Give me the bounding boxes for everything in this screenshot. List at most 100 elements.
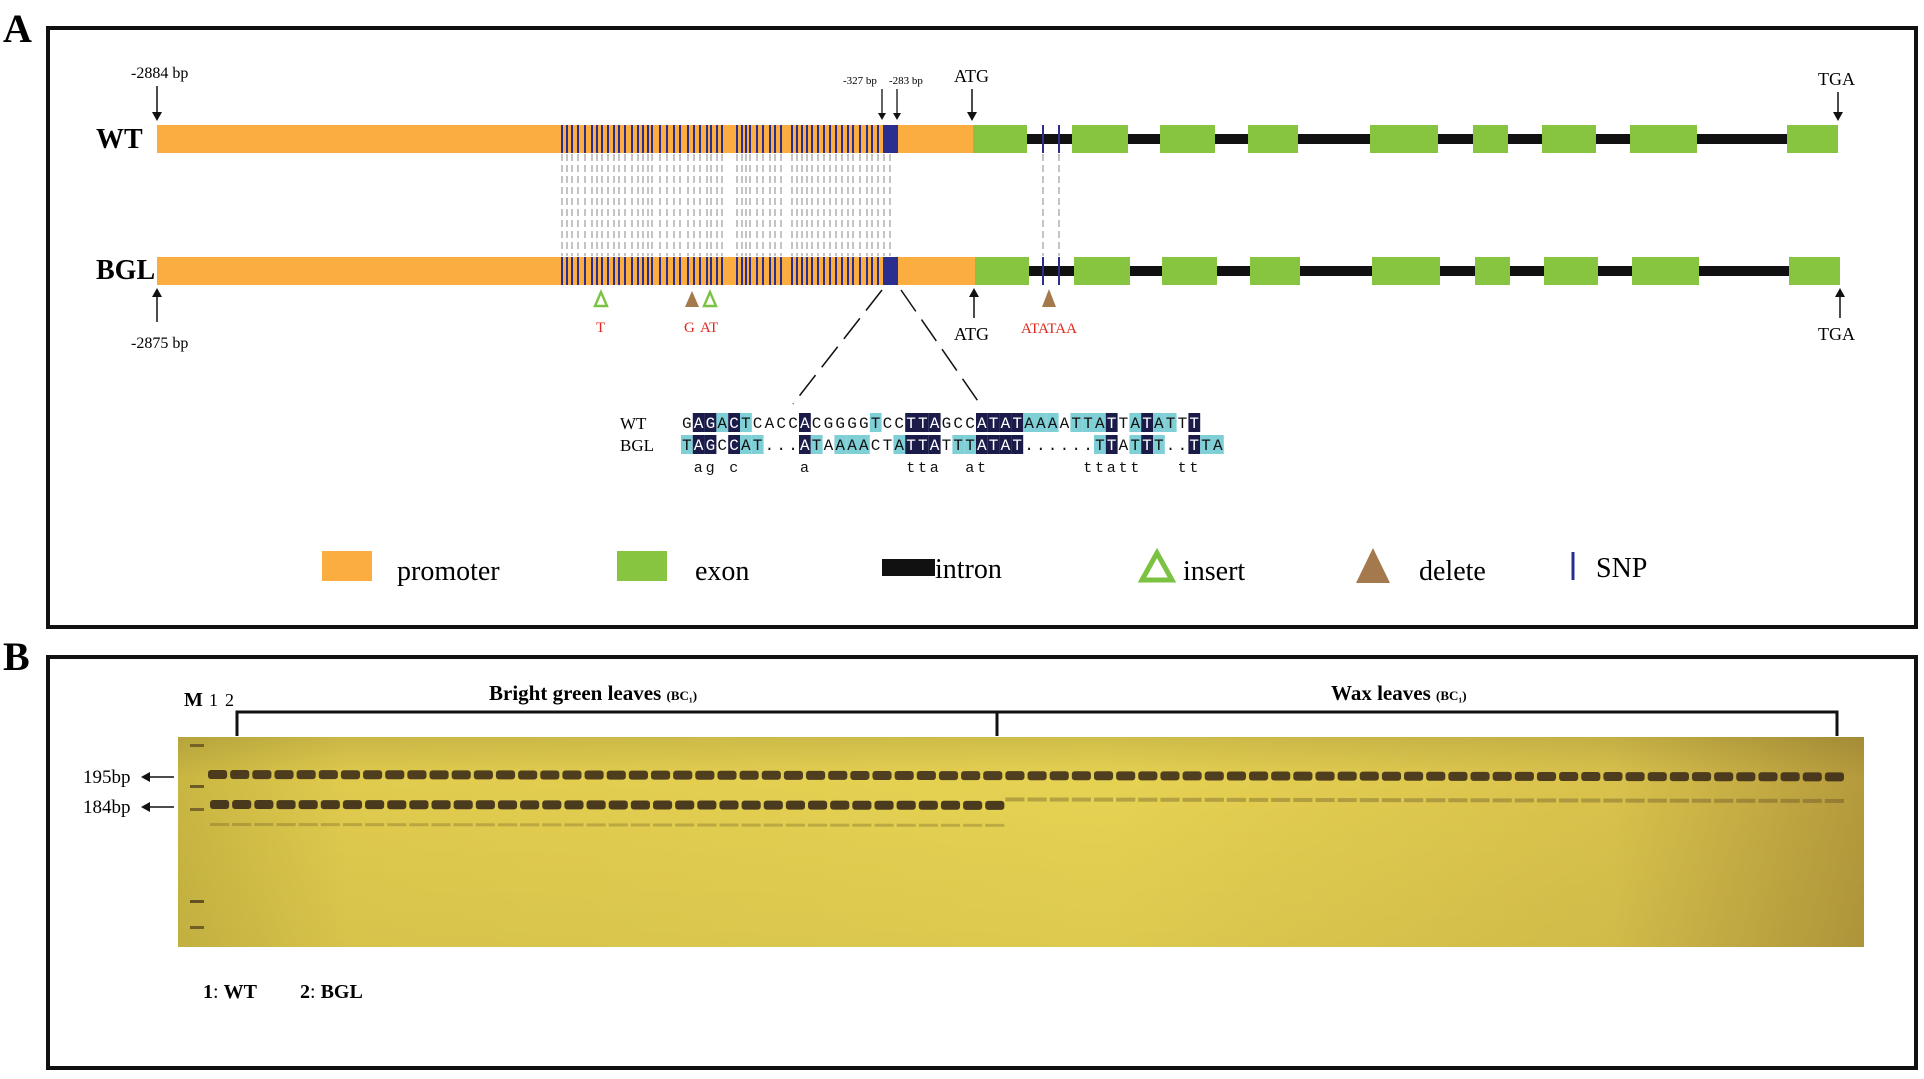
align-cell-bg <box>1011 413 1024 432</box>
wt-gene-model <box>157 125 1838 153</box>
legend-promoter-swatch <box>322 551 372 581</box>
gel-band-184 <box>497 800 518 810</box>
align-char-bgl: A <box>1001 437 1011 455</box>
align-char-bgl: T <box>1142 437 1152 455</box>
gel-band-184 <box>630 800 650 810</box>
gel-band-195 <box>1271 771 1291 781</box>
legend-snp-label: SNP <box>1596 553 1647 584</box>
align-cell-bg <box>976 435 988 454</box>
exon-2 <box>1072 125 1128 153</box>
align-cell-bg <box>1011 435 1024 454</box>
gel-band-faint <box>1226 797 1246 802</box>
align-char-wt: A <box>977 415 987 433</box>
gel-band-faint <box>830 823 850 827</box>
exon-9 <box>1789 257 1840 285</box>
gel-band-195 <box>1691 772 1712 782</box>
align-char-wt: T <box>1166 415 1176 433</box>
gel-band-faint <box>1691 798 1712 803</box>
align-char-bgl: C <box>729 437 739 455</box>
key-item-2: 2: BGL <box>300 981 363 1003</box>
align-char-wt: C <box>965 415 975 433</box>
snp-connector-lines <box>561 154 1060 256</box>
gel-band-195 <box>983 771 1003 781</box>
gel-band-faint <box>298 823 318 827</box>
gel-band-faint <box>1647 798 1667 803</box>
align-cell-bg <box>893 435 906 454</box>
gel-band-195 <box>1448 771 1468 781</box>
align-char-bgl: A <box>977 437 987 455</box>
legend-intron-swatch <box>882 559 935 576</box>
wt-row-label: WT <box>96 124 143 155</box>
gel-band-195 <box>894 771 914 781</box>
exon-2 <box>1074 257 1130 285</box>
gel-band-184 <box>232 800 252 810</box>
align-cell-bg <box>999 435 1012 454</box>
gel-band-faint <box>1625 798 1645 803</box>
gel-band-195 <box>274 770 294 780</box>
align-char-bgl: T <box>883 437 893 455</box>
align-char-bgl: T <box>812 437 822 455</box>
gel-band-faint <box>608 823 628 827</box>
legend-delete-icon <box>1356 548 1390 583</box>
align-char-bgl: . <box>765 437 775 455</box>
wt-snps <box>561 125 1060 153</box>
gel-band-195 <box>806 770 826 780</box>
align-cell-bg <box>1035 413 1047 432</box>
align-cell-bg <box>987 435 1000 454</box>
align-char-bgl: A <box>694 437 704 455</box>
align-char-bgl: T <box>918 437 928 455</box>
align-cell-bg <box>987 413 1000 432</box>
align-char-wt: G <box>847 415 857 433</box>
wt-atg-label: ATG <box>954 66 989 86</box>
align-char-wt: C <box>776 415 786 433</box>
align-char-wt: A <box>1001 415 1011 433</box>
gel-band-195 <box>584 770 604 780</box>
align-char-wt: C <box>812 415 822 433</box>
gel-band-184 <box>453 800 473 810</box>
exon-4 <box>1248 125 1298 153</box>
lane-label-1: 1 <box>209 690 218 710</box>
align-char-wt: A <box>1048 415 1058 433</box>
wt-start-arrowhead <box>152 112 162 121</box>
align-char-wt: T <box>871 415 881 433</box>
align-consensus-char: t <box>918 460 927 477</box>
marker-band <box>190 785 204 788</box>
align-char-bgl: A <box>824 437 834 455</box>
align-char-bgl: T <box>753 437 763 455</box>
align-cell-bg <box>1094 413 1106 432</box>
legend-exon-swatch <box>617 551 667 581</box>
align-cell-bg <box>728 413 740 432</box>
gel-band-184 <box>254 800 274 810</box>
exon-9 <box>1787 125 1838 153</box>
align-char-wt: G <box>824 415 834 433</box>
delete-triangle-1 <box>685 291 699 307</box>
exon-8 <box>1632 257 1699 285</box>
gel-band-faint <box>1071 797 1091 802</box>
gel-band-195 <box>518 770 538 780</box>
align-cell-bg <box>704 435 717 454</box>
legend-intron-label: intron <box>935 554 1002 585</box>
bgl-snps <box>561 257 1060 285</box>
align-char-wt: T <box>1189 415 1199 433</box>
bgl-atg-arrowhead <box>969 288 979 297</box>
gel-band-184 <box>675 800 695 810</box>
legend-insert-label: insert <box>1183 556 1245 587</box>
gel-band-faint <box>1470 798 1490 803</box>
zoom-line-right <box>900 289 981 405</box>
gel-band-195 <box>495 770 516 780</box>
gel-band-195 <box>850 770 870 780</box>
align-cell-bg <box>905 413 917 432</box>
bgl-row-label: BGL <box>96 255 155 286</box>
gel-band-195 <box>1536 771 1557 781</box>
align-char-wt: A <box>800 415 810 433</box>
gel-band-184 <box>210 800 230 809</box>
gel-band-faint <box>431 823 451 827</box>
gel-band-184 <box>431 800 451 810</box>
gel-band-195 <box>1514 771 1534 781</box>
align-char-bgl: T <box>1095 437 1105 455</box>
gel-band-195 <box>1226 771 1246 781</box>
band-label-195: 195bp <box>83 767 131 788</box>
gel-band-faint <box>1337 798 1357 803</box>
align-consensus-char: t <box>1189 460 1198 477</box>
align-consensus-char: t <box>977 460 986 477</box>
